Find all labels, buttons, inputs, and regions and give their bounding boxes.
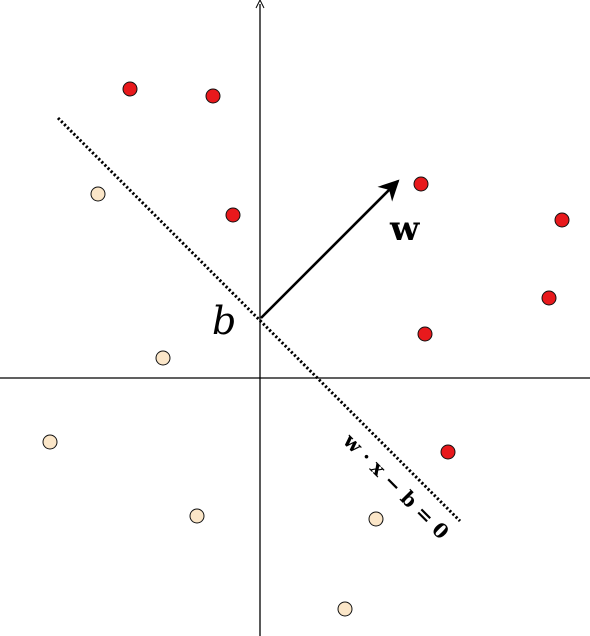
y-axis-arrow-icon [255,0,265,9]
weight-vector-label: w [389,209,420,249]
hyperplane-equation-label: w · x − b = 0 [338,428,454,544]
cream-data-point [189,508,205,524]
red-data-point [554,212,570,228]
positive-class-points [122,81,570,460]
red-data-point [205,88,221,104]
negative-class-points [42,186,384,617]
cream-data-point [42,434,58,450]
red-data-point [413,176,429,192]
red-data-point [122,81,138,97]
cream-data-point [155,350,171,366]
red-data-point [225,207,241,223]
cream-data-point [90,186,106,202]
cream-data-point [368,511,384,527]
red-data-point [440,444,456,460]
cream-data-point [337,601,353,617]
separating-hyperplane [56,116,462,523]
weight-vector-arrow [260,179,400,319]
red-data-point [541,290,557,306]
bias-label: b [212,299,236,343]
red-data-point [417,326,433,342]
